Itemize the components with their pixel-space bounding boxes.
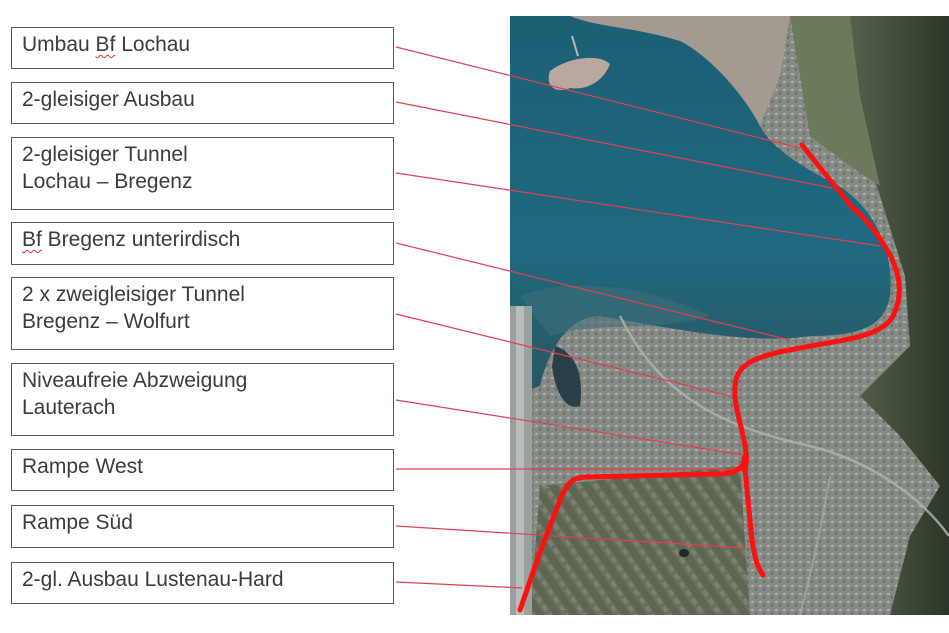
label-bf-bregenz-unterirdisch: Bf Bregenz unterirdisch [11, 222, 394, 265]
label-line-1: 2-gleisiger Tunnel [22, 143, 188, 166]
leader-line-2gl-ausbau-lustenau-hard [395, 581, 523, 589]
spellcheck-underlined-word: Bf [22, 228, 42, 251]
label-line-2: Bregenz – Wolfurt [22, 310, 190, 333]
label-2-gleisiger-ausbau: 2-gleisiger Ausbau [11, 82, 394, 124]
label-line-1: Bf Bregenz unterirdisch [22, 228, 241, 251]
spellcheck-underlined-word: Bf [95, 33, 116, 56]
aerial-map [510, 16, 949, 615]
label-line-1: Rampe Süd [22, 511, 133, 534]
label-text: Umbau Bf Lochau [22, 31, 383, 58]
label-line-2: Lauterach [22, 396, 116, 419]
label-2-gleisiger-tunnel-lochau-bregenz: 2-gleisiger Tunnel Lochau – Bregenz [11, 137, 394, 210]
label-umbau-bf-lochau: Umbau Bf Lochau [11, 27, 394, 69]
label-2gl-ausbau-lustenau-hard: 2-gl. Ausbau Lustenau-Hard [11, 562, 394, 604]
label-line-1: Niveaufreie Abzweigung [22, 369, 248, 392]
label-line-1: Umbau Bf Lochau [22, 33, 191, 56]
label-rampe-west: Rampe West [11, 449, 394, 491]
label-rampe-sued: Rampe Süd [11, 505, 394, 548]
label-line-1: 2 x zweigleisiger Tunnel [22, 283, 245, 306]
label-line-1: 2-gleisiger Ausbau [22, 88, 195, 111]
label-2x-tunnel-bregenz-wolfurt: 2 x zweigleisiger Tunnel Bregenz – Wolfu… [11, 277, 394, 350]
label-line-1: 2-gl. Ausbau Lustenau-Hard [22, 568, 284, 591]
label-niveaufreie-abzweigung-lauterach: Niveaufreie Abzweigung Lauterach [11, 363, 394, 436]
label-line-2: Lochau – Bregenz [22, 170, 193, 193]
label-line-1: Rampe West [22, 455, 143, 478]
aerial-map-image [510, 16, 949, 615]
